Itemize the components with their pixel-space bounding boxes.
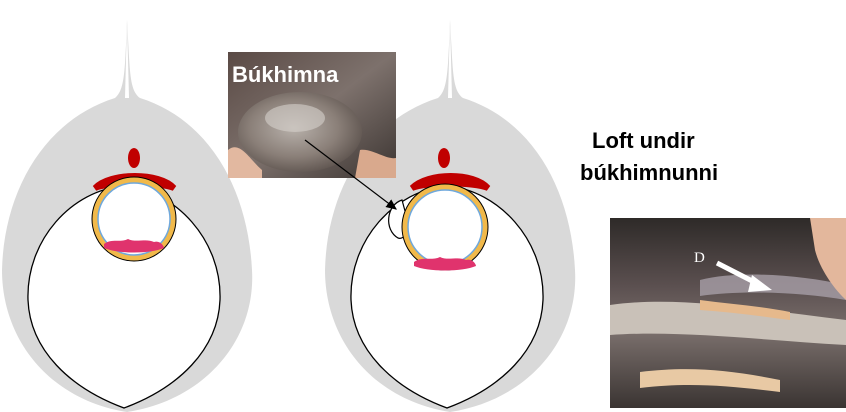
photo-air-pocket: D (610, 218, 846, 408)
blood-vessel-left (128, 148, 140, 168)
photo-membrane-caption: Búkhimna (232, 62, 339, 87)
organ-highlight (265, 104, 325, 132)
side-heading-line1: Loft undir (592, 128, 695, 153)
side-heading-line2: búkhimnunni (580, 160, 718, 185)
cross-section-left (2, 20, 252, 412)
bladder-membrane-right (408, 190, 482, 264)
photo-membrane: Búkhimna (228, 52, 396, 178)
organ-shape (238, 92, 362, 172)
blood-vessel-right (438, 148, 450, 168)
photo-air-marker: D (694, 250, 705, 266)
